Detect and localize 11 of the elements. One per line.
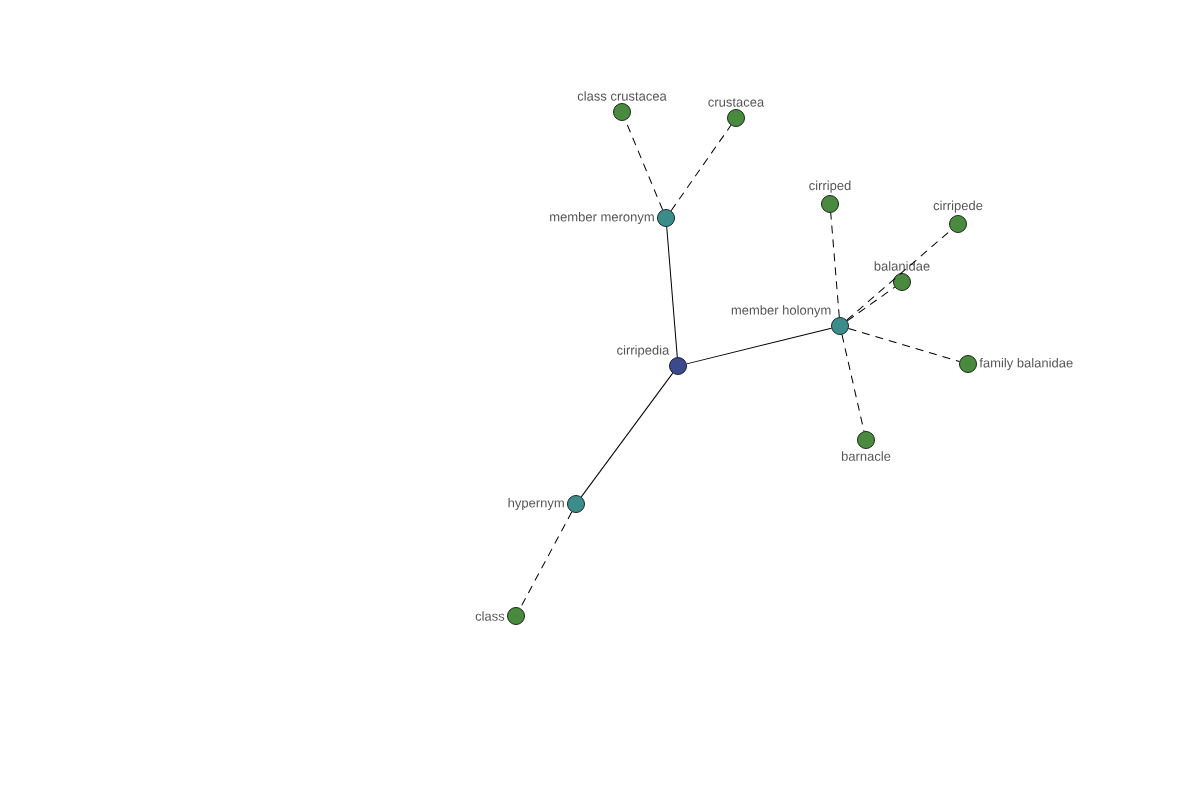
connector-line	[841, 334, 865, 432]
connector-line	[519, 511, 573, 609]
connector-line	[848, 328, 960, 362]
connector-line	[830, 212, 840, 318]
connector-line	[666, 226, 678, 358]
connector-line	[686, 327, 832, 365]
connector-line	[624, 119, 664, 211]
connector-line	[846, 229, 952, 321]
connector-line	[580, 372, 674, 498]
connector-line	[846, 286, 896, 322]
connector-line	[670, 124, 732, 212]
